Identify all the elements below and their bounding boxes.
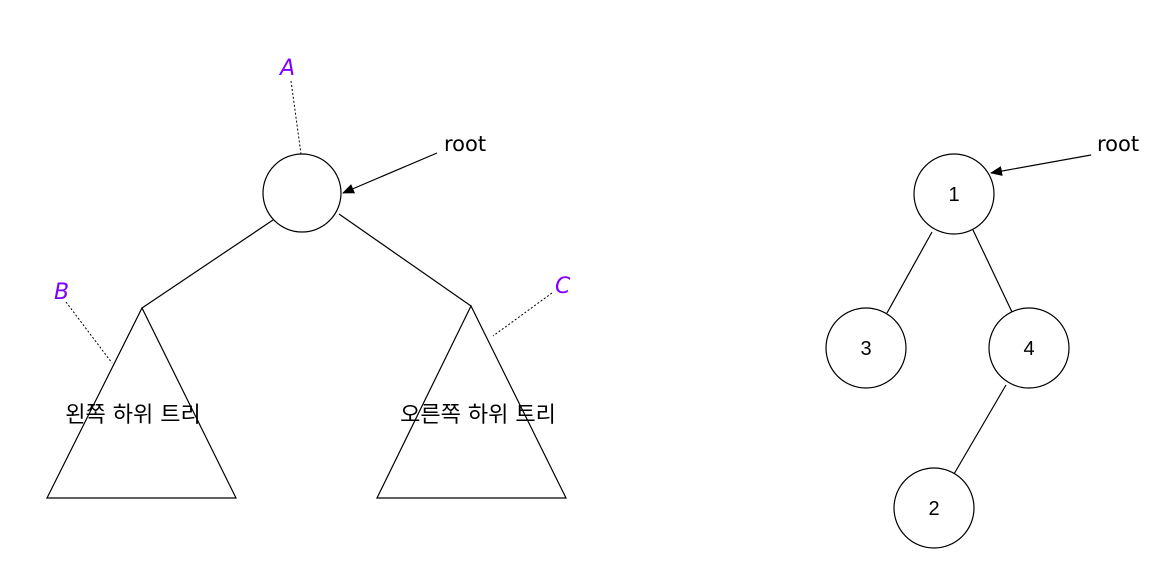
edge-1-3 <box>886 231 933 314</box>
marker-c-label: C <box>555 274 571 299</box>
root-pointer-arrow <box>342 152 438 194</box>
root-pointer-label: root <box>444 132 486 156</box>
example-tree-diagram: 1 3 4 2 root <box>825 132 1139 549</box>
marker-b-label: B <box>54 280 69 305</box>
generic-tree-diagram: A B C root 왼쪽 하위 트리 오른쪽 하위 트리 <box>46 56 571 499</box>
edge-root-left-subtree <box>141 219 274 309</box>
tree-node-3 <box>825 307 907 389</box>
right-subtree-triangle <box>376 304 567 499</box>
tree-node-1 <box>913 153 995 235</box>
marker-b-leader <box>65 301 113 364</box>
marker-a-label: A <box>278 56 295 81</box>
left-subtree-label: 왼쪽 하위 트리 <box>65 403 200 428</box>
example-root-pointer-label: root <box>1097 132 1139 156</box>
edge-root-right-subtree <box>338 213 472 307</box>
left-subtree-triangle <box>46 306 237 499</box>
root-node <box>262 153 342 233</box>
example-root-pointer-arrow <box>990 154 1092 176</box>
tree-node-1-label: 1 <box>948 184 959 206</box>
marker-c-leader <box>492 292 553 337</box>
tree-node-2 <box>893 467 975 549</box>
edge-4-2 <box>953 384 1007 475</box>
tree-node-2-label: 2 <box>928 498 939 520</box>
marker-a-leader <box>290 80 302 155</box>
tree-node-3-label: 3 <box>860 338 871 360</box>
tree-node-4 <box>988 307 1070 389</box>
right-subtree-label: 오른쪽 하위 트리 <box>400 403 556 428</box>
edge-1-4 <box>972 229 1013 313</box>
tree-node-4-label: 4 <box>1023 338 1034 360</box>
